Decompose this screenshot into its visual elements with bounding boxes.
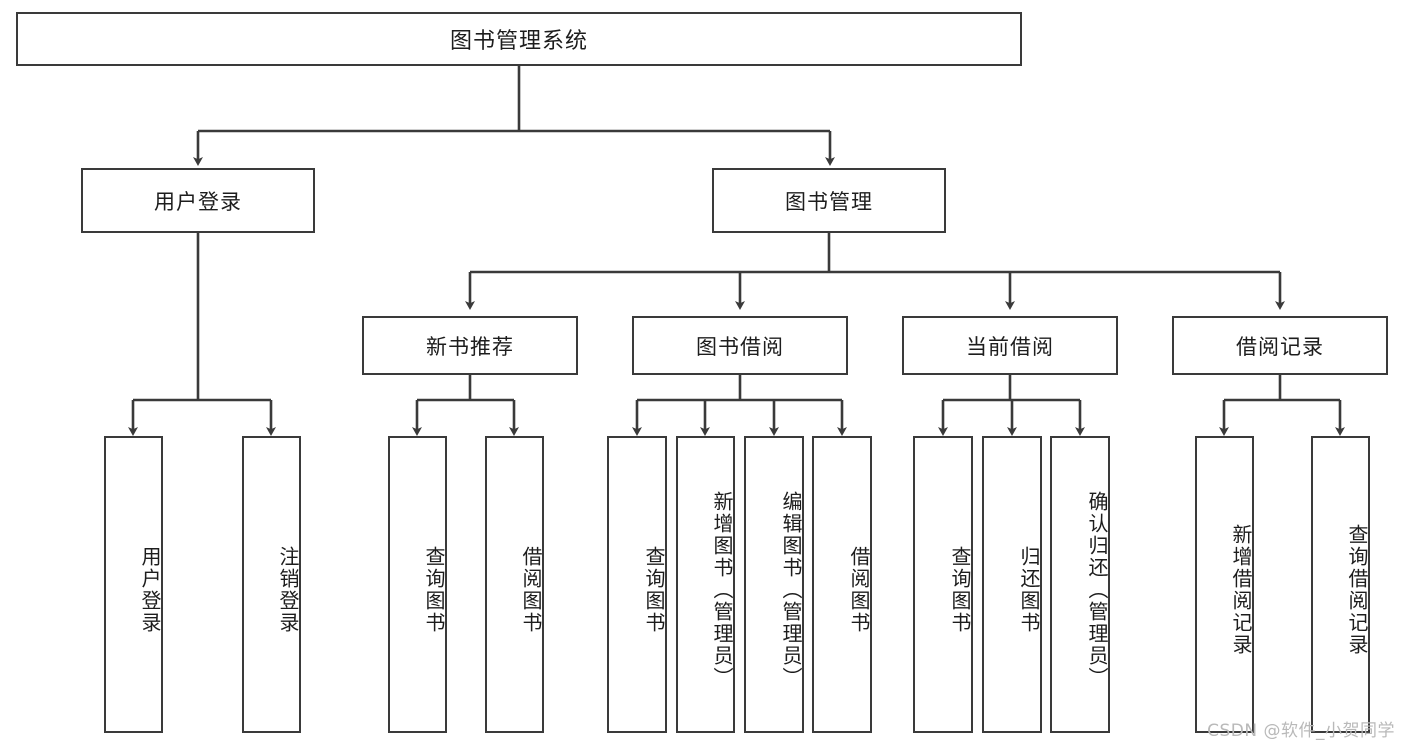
node-label: 新增借阅记录 [1229, 523, 1253, 656]
node-label: 借阅记录 [1236, 334, 1324, 359]
node-label: 用户登录 [154, 189, 242, 214]
leaf-borrow-record-query[interactable]: 查询借阅记录 [1311, 436, 1370, 733]
node-label: 当前借阅 [966, 334, 1054, 359]
leaf-current-borrow-confirm[interactable]: 确认归还（管理员） [1050, 436, 1110, 733]
leaf-new-book-borrow[interactable]: 借阅图书 [485, 436, 544, 733]
node-label: 图书管理系统 [449, 29, 588, 54]
leaf-current-borrow-return[interactable]: 归还图书 [982, 436, 1042, 733]
leaf-user-login-logout[interactable]: 注销登录 [242, 436, 301, 733]
node-label: 确认归还（管理员） [1085, 490, 1109, 689]
leaf-user-login-login[interactable]: 用户登录 [104, 436, 163, 733]
node-borrow-record[interactable]: 借阅记录 [1172, 316, 1388, 375]
leaf-book-borrow-edit[interactable]: 编辑图书（管理员） [744, 436, 804, 733]
node-label: 查询图书 [642, 545, 666, 634]
node-label: 用户登录 [138, 545, 162, 634]
node-label: 图书借阅 [696, 334, 784, 359]
node-label: 归还图书 [1017, 545, 1041, 634]
node-label: 图书管理 [785, 189, 873, 214]
node-book-borrow[interactable]: 图书借阅 [632, 316, 848, 375]
node-label: 新增图书（管理员） [710, 490, 734, 689]
node-label: 新书推荐 [426, 334, 514, 359]
node-label: 借阅图书 [519, 545, 543, 634]
leaf-current-borrow-query[interactable]: 查询图书 [913, 436, 973, 733]
leaf-borrow-record-add[interactable]: 新增借阅记录 [1195, 436, 1254, 733]
node-root-system[interactable]: 图书管理系统 [16, 12, 1022, 66]
node-label: 借阅图书 [847, 545, 871, 634]
node-label: 注销登录 [276, 545, 300, 634]
leaf-book-borrow-add[interactable]: 新增图书（管理员） [676, 436, 735, 733]
leaf-book-borrow-borrow[interactable]: 借阅图书 [812, 436, 872, 733]
node-label: 查询图书 [948, 545, 972, 634]
node-label: 查询图书 [422, 545, 446, 634]
node-current-borrow[interactable]: 当前借阅 [902, 316, 1118, 375]
node-book-management[interactable]: 图书管理 [712, 168, 946, 233]
node-label: 编辑图书（管理员） [779, 490, 803, 689]
csdn-watermark: CSDN @软件_小贺同学 [1207, 721, 1395, 741]
node-label: 查询借阅记录 [1345, 523, 1369, 656]
node-user-login[interactable]: 用户登录 [81, 168, 315, 233]
leaf-new-book-query[interactable]: 查询图书 [388, 436, 447, 733]
node-new-book-recommend[interactable]: 新书推荐 [362, 316, 578, 375]
leaf-book-borrow-query[interactable]: 查询图书 [607, 436, 667, 733]
